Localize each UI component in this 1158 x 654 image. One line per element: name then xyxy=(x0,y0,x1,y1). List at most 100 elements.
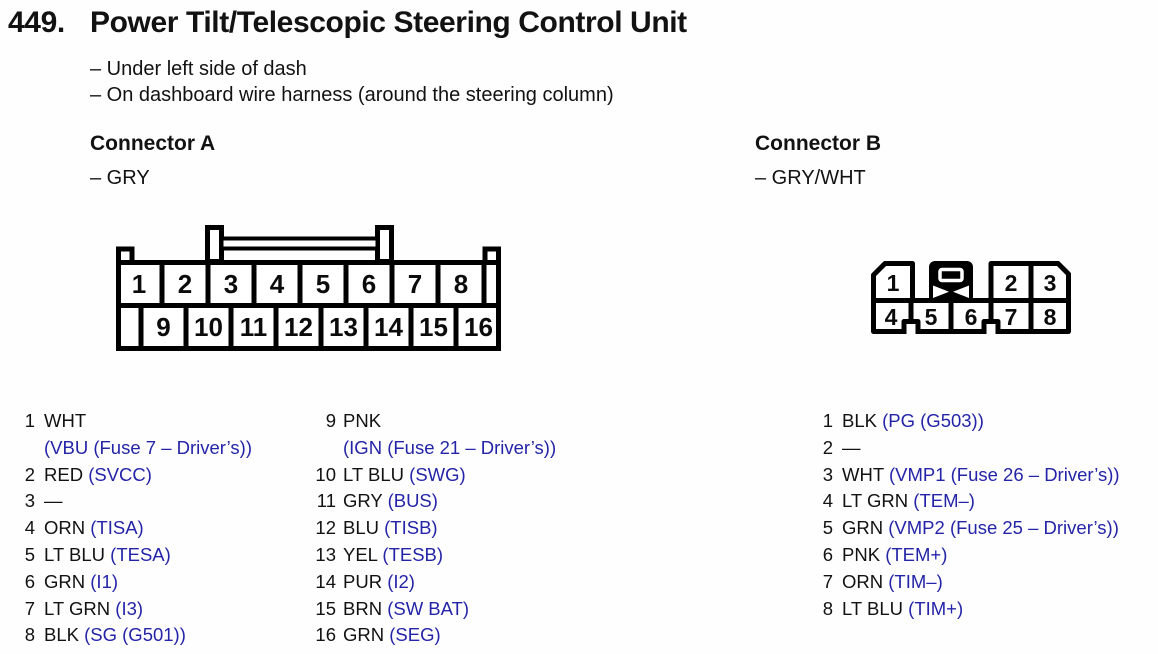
connector-cavity-number: 15 xyxy=(419,312,448,342)
pin-wire-color: WHT xyxy=(44,410,87,431)
pin-number: 9 xyxy=(325,410,336,431)
connector-cavity-number: 3 xyxy=(1044,270,1057,296)
pin-number: 6 xyxy=(822,543,833,565)
pin-row: 8 BLK (SG (G501)) xyxy=(20,622,252,649)
pin-number: 3 xyxy=(822,463,833,485)
pin-description: GRN (VMP2 (Fuse 25 – Driver’s)) xyxy=(842,515,1119,542)
pin-wire-color: RED xyxy=(44,463,84,485)
connector-a-color-note: – GRY xyxy=(90,167,150,189)
pin-signal: (TIM+) xyxy=(908,597,964,619)
pin-number: 2 xyxy=(822,436,833,458)
pin-signal: (I2) xyxy=(387,570,415,592)
connector-cavity-number: 10 xyxy=(194,312,223,342)
location-note-1: – Under left side of dash xyxy=(90,58,307,80)
page-title: Power Tilt/Telescopic Steering Control U… xyxy=(90,6,687,39)
pin-description: ORN (TIM–) xyxy=(842,569,943,596)
pin-description: BLU (TISB) xyxy=(343,515,438,542)
pin-signal: (SG (G501)) xyxy=(84,624,186,646)
connector-cavity-number: 8 xyxy=(454,269,468,299)
pin-description: BLK (PG (G503)) xyxy=(842,408,984,435)
connector-cavity-number: 13 xyxy=(329,312,358,342)
pin-row: 6 GRN (I1) xyxy=(20,569,252,596)
pin-signal: (TEM+) xyxy=(885,543,948,565)
pin-description: WHT xyxy=(44,408,86,435)
pin-number: 1 xyxy=(24,410,35,431)
connector-a-pin-list-right: 9 PNK (IGN (Fuse 21 – Driver’s)) 10 LT BLU (… xyxy=(311,408,556,649)
pin-signal: (TEM–) xyxy=(913,490,975,512)
pin-signal: (I1) xyxy=(90,570,119,592)
connector-cavity-number: 6 xyxy=(965,304,978,330)
pin-description: PNK (TEM+) xyxy=(842,542,947,569)
pin-wire-color: BLK xyxy=(44,624,79,646)
pin-wire-color: LT BLU xyxy=(44,543,106,565)
connector-b-bottom-cell-dividers xyxy=(908,300,1034,332)
pin-number: 12 xyxy=(315,517,336,539)
pin-row: 6 PNK (TEM+) xyxy=(816,542,1120,569)
connector-cavity-number: 2 xyxy=(178,269,192,299)
pin-number: 4 xyxy=(24,517,35,539)
pin-description: RED (SVCC) xyxy=(44,462,152,489)
pin-number: 16 xyxy=(315,624,336,646)
pin-wire-color: GRN xyxy=(343,624,385,646)
pin-number: 8 xyxy=(24,624,35,646)
pin-wire-color: PNK xyxy=(343,410,382,431)
connector-a-heading: Connector A xyxy=(90,132,216,155)
pin-signal: (PG (G503)) xyxy=(882,410,984,431)
pin-row: 8 LT BLU (TIM+) xyxy=(816,596,1120,623)
pin-number: 3 xyxy=(24,490,35,512)
connector-a-right-post xyxy=(375,225,394,264)
pin-description: LT GRN (I3) xyxy=(44,596,143,623)
pin-signal: (BUS) xyxy=(387,490,438,512)
pin-wire-color: PNK xyxy=(842,543,881,565)
pin-signal-continued: (VBU (Fuse 7 – Driver’s)) xyxy=(44,436,252,458)
pin-wire-color: — xyxy=(44,490,63,512)
pin-description: YEL (TESB) xyxy=(343,542,443,569)
latch-key-bowtie-right xyxy=(953,285,969,298)
pin-row: 3— xyxy=(20,488,252,515)
pin-number: 5 xyxy=(24,543,35,565)
pin-signal: (SW BAT) xyxy=(387,597,470,619)
pin-description: LT BLU (TIM+) xyxy=(842,596,963,623)
connector-b-notch-1 xyxy=(901,319,921,334)
connector-cavity-number: 14 xyxy=(374,312,403,342)
pin-wire-color: WHT xyxy=(842,463,884,485)
pin-description: BLK (SG (G501)) xyxy=(44,622,186,649)
pin-signal: (TISB) xyxy=(384,517,438,539)
connector-a-bridge-bar xyxy=(219,236,380,251)
pin-number: 11 xyxy=(316,490,336,512)
pin-signal-continued: (IGN (Fuse 21 – Driver’s)) xyxy=(343,436,557,458)
pin-description: GRN (SEG) xyxy=(343,622,441,649)
connector-a-right-tab xyxy=(482,246,501,262)
pin-description: GRN (I1) xyxy=(44,569,118,596)
connector-a-top-cell-dividers xyxy=(159,262,487,306)
pin-wire-color: LT BLU xyxy=(343,463,405,485)
connector-cavity-number: 9 xyxy=(156,312,170,342)
connector-cavity-number: 1 xyxy=(132,269,146,299)
pin-number: 6 xyxy=(24,570,35,592)
connector-cavity-number: 11 xyxy=(240,312,268,342)
connector-cavity-number: 16 xyxy=(464,312,493,342)
pin-row: 16 GRN (SEG) xyxy=(311,622,556,649)
pin-number: 8 xyxy=(822,597,833,619)
pin-number: 15 xyxy=(315,597,336,619)
connector-cavity-number: 5 xyxy=(316,269,330,299)
location-note-2: – On dashboard wire harness (around the … xyxy=(90,84,614,106)
pin-number: 10 xyxy=(315,463,336,485)
pin-row: 12 BLU (TISB) xyxy=(311,515,556,542)
pin-row: 9 PNK xyxy=(311,408,556,435)
connector-cavity-number: 4 xyxy=(885,304,898,330)
pin-row: 1 WHT xyxy=(20,408,252,435)
connector-cavity-number: 7 xyxy=(1005,304,1018,330)
